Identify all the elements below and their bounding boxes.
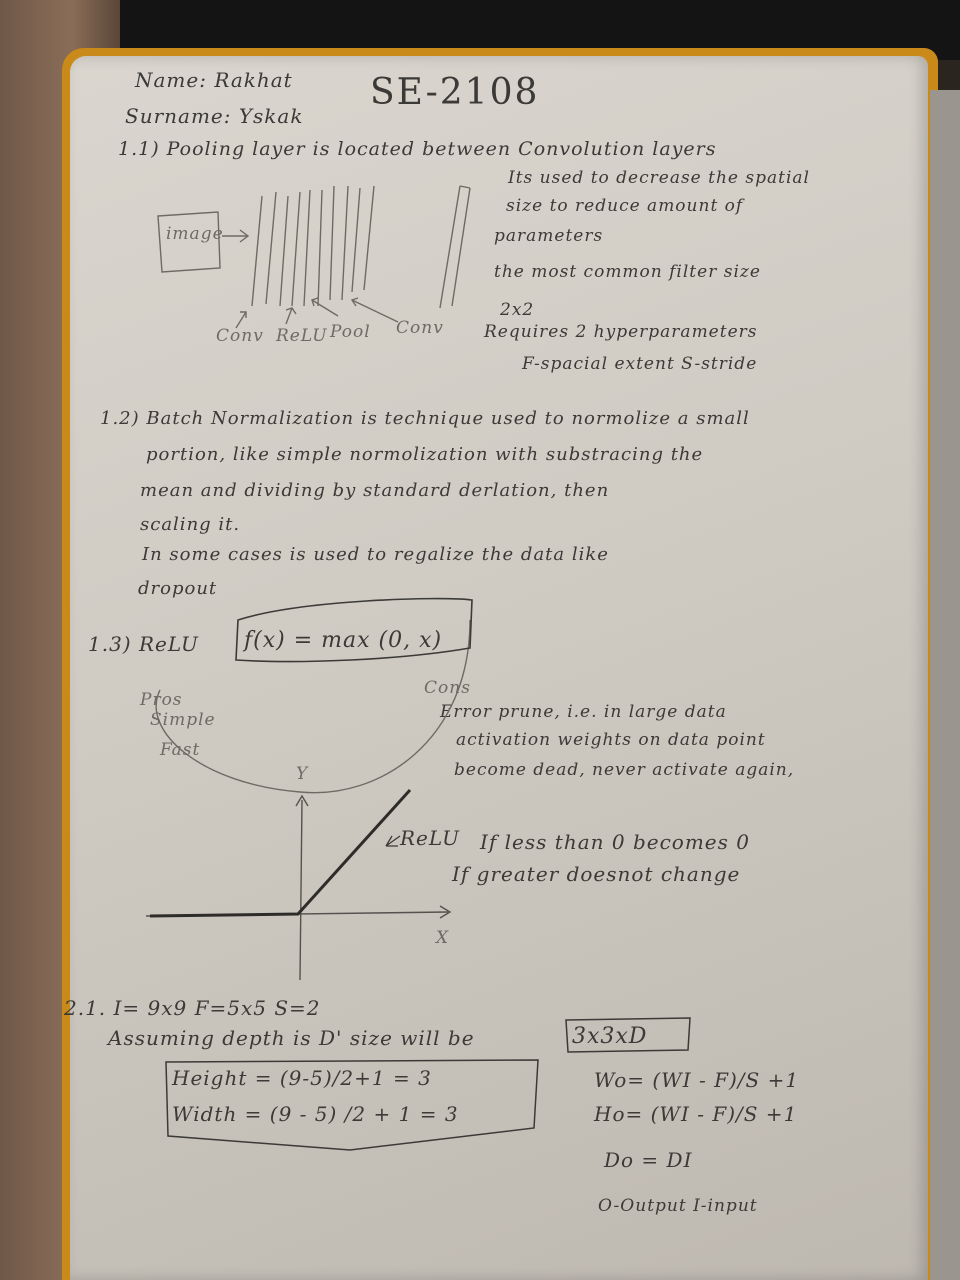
calc-box [165, 1059, 539, 1151]
next-page-edge [930, 90, 960, 1280]
diagram-label-conv-1: Conv [216, 326, 264, 346]
graph-curve-label: ReLU [400, 826, 460, 850]
q1-1-heading: 1.1) Pooling layer is located between Co… [118, 138, 717, 160]
notebook-page [70, 56, 928, 1280]
pointer-pool-icon [311, 297, 339, 317]
q1-2-line-2: portion, like simple normolization with … [146, 444, 704, 465]
q1-2-line-1: 1.2) Batch Normalization is technique us… [100, 408, 750, 429]
x-axis-arrow-icon [439, 905, 452, 919]
q1-1-note-4: the most common filter size [494, 262, 761, 282]
q1-1-note-1: Its used to decrease the spatial [508, 168, 810, 188]
layer-slab-2 [279, 191, 301, 307]
relu-note-2: If greater doesnot change [452, 862, 741, 886]
name-line: Name: Rakhat [135, 68, 293, 92]
input-arrow-icon [222, 229, 250, 243]
diagram-label-pool: Pool [330, 322, 371, 342]
layer-slab-5 [351, 185, 375, 293]
pros-item-fast: Fast [160, 740, 201, 760]
q1-2-line-5: In some cases is used to regalize the da… [142, 544, 609, 565]
relu-formula: f(x) = max (0, x) [244, 628, 443, 653]
conv-slab-right [439, 185, 471, 309]
layer-slab-3 [303, 189, 323, 307]
graph-x-label: X [436, 928, 450, 948]
pros-title: Pros [140, 690, 183, 710]
formula-depth: Do = DI [604, 1148, 693, 1172]
group-code: SE-2108 [370, 72, 540, 113]
pointer-conv-icon [235, 311, 247, 329]
q1-2-line-6: dropout [138, 578, 218, 599]
q2-1-given: 2.1. I= 9x9 F=5x5 S=2 [64, 996, 321, 1020]
circle-annotation [155, 619, 471, 794]
diagram-label-relu: ReLU [276, 326, 328, 346]
relu-note-1: If less than 0 becomes 0 [480, 830, 750, 854]
answer-box [565, 1017, 691, 1053]
diagram-label-conv-2: Conv [396, 318, 444, 338]
layer-slab-1 [251, 191, 277, 307]
formula-box [235, 597, 473, 663]
width-calc: Width = (9 - 5) /2 + 1 = 3 [172, 1102, 459, 1126]
y-axis-arrow-icon [295, 794, 309, 807]
image-box [157, 211, 221, 273]
y-axis [299, 799, 303, 981]
q1-1-note-5: 2x2 [500, 300, 535, 320]
q2-1-assume: Assuming depth is D' size will be [108, 1026, 475, 1050]
height-calc: Height = (9-5)/2+1 = 3 [172, 1066, 432, 1090]
q1-1-note-7: F-spacial extent S-stride [522, 354, 758, 374]
q2-1-answer: 3x3xD [572, 1024, 648, 1049]
graph-y-label: Y [296, 764, 309, 784]
cons-title: Cons [424, 678, 471, 698]
formula-width: Wo= (WI - F)/S +1 [594, 1068, 800, 1092]
pointer-relu-icon [285, 307, 297, 325]
relu-label-arrow-icon [385, 835, 401, 847]
cons-line-1: Error prune, i.e. in large data [440, 702, 727, 722]
pros-item-simple: Simple [150, 710, 216, 730]
pointer-conv-2-icon [350, 297, 399, 323]
q1-1-note-2: size to reduce amount of [506, 196, 744, 216]
legend-output-input: O-Output I-input [598, 1196, 758, 1216]
surname-line: Surname: Yskak [125, 104, 304, 128]
q1-2-line-3: mean and dividing by standard derlation,… [140, 480, 610, 501]
q1-2-line-4: scaling it. [140, 514, 241, 535]
image-box-label: image [166, 224, 224, 244]
formula-height: Ho= (WI - F)/S +1 [594, 1102, 798, 1126]
layer-slab-4 [329, 185, 349, 301]
cons-line-3: become dead, never activate again, [454, 760, 795, 780]
q1-1-note-6: Requires 2 hyperparameters [484, 322, 758, 342]
q1-1-note-3: parameters [494, 226, 604, 246]
q1-3-label: 1.3) ReLU [88, 632, 199, 656]
relu-curve [149, 788, 412, 918]
cons-line-2: activation weights on data point [456, 730, 766, 750]
